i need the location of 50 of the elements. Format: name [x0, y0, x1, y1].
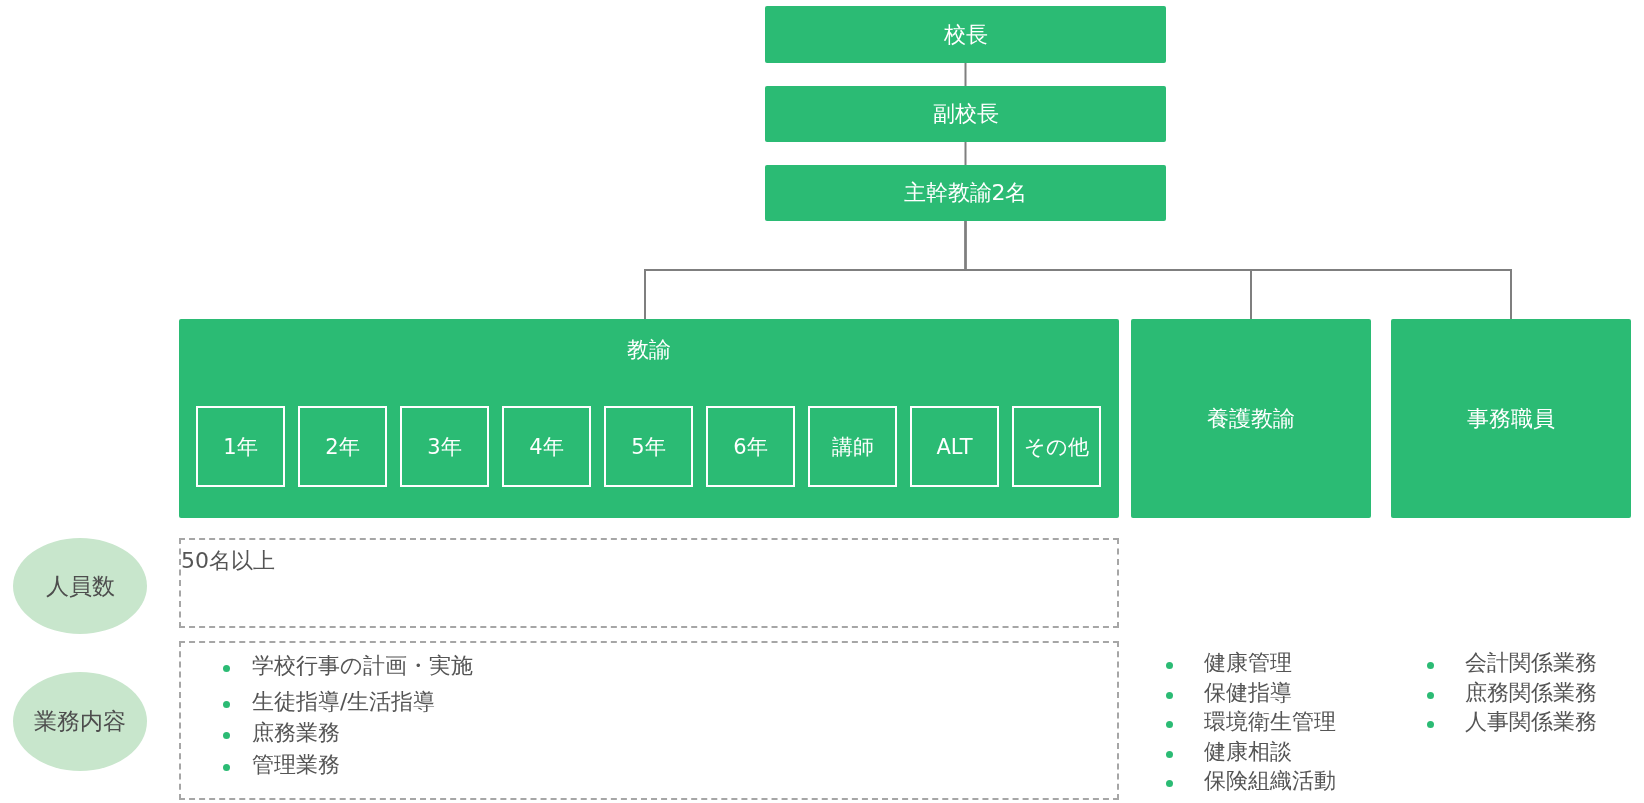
group-box — [179, 319, 1119, 518]
grade-box — [910, 406, 999, 487]
node-label: 事務職員 — [1467, 404, 1555, 433]
node-label: 主幹教諭2名 — [903, 179, 1028, 207]
list-item: 庶務関係業務 — [1465, 679, 1597, 705]
node-label: 4年 — [529, 433, 564, 461]
role-box — [765, 6, 1166, 63]
list-item: 学校行事の計画・実施 — [252, 653, 473, 679]
role-box — [765, 86, 1166, 142]
node-label: 1年 — [223, 433, 258, 461]
node-label: 副校長 — [932, 100, 999, 128]
list-item: 健康管理 — [1204, 650, 1292, 676]
node-label: ALT — [936, 434, 973, 459]
node-label: 養護教諭 — [1207, 404, 1295, 433]
connector-line — [964, 62, 967, 87]
connector-line — [964, 220, 1512, 320]
list-item: 健康相談 — [1204, 738, 1292, 764]
grade-box — [808, 406, 897, 487]
role-box — [1391, 319, 1631, 518]
grade-box — [604, 406, 693, 487]
grade-box — [400, 406, 489, 487]
grade-box — [1012, 406, 1101, 487]
grade-box — [706, 406, 795, 487]
node-label: 校長 — [943, 20, 988, 49]
connector-line — [964, 141, 967, 166]
node-label: 業務内容 — [34, 707, 126, 736]
node-label: 人員数 — [45, 571, 115, 601]
list-item: 管理業務 — [252, 752, 340, 778]
node-label: 5年 — [631, 433, 666, 461]
list-item: 保険組織活動 — [1204, 768, 1336, 794]
grade-box — [298, 406, 387, 487]
list-item: 保健指導 — [1204, 679, 1292, 705]
node-label: 3年 — [427, 433, 462, 461]
role-box — [765, 165, 1166, 221]
list-item: 人事関係業務 — [1465, 709, 1597, 735]
node-label: その他 — [1024, 433, 1089, 461]
dashed-box — [179, 538, 1119, 628]
list-item: 庶務業務 — [252, 720, 340, 746]
node-label: 2年 — [325, 433, 360, 461]
node-label: 教諭 — [627, 336, 671, 364]
role-box — [1131, 319, 1371, 518]
grade-box — [196, 406, 285, 487]
list-item: 環境衛生管理 — [1204, 709, 1336, 735]
node-label: 6年 — [733, 433, 768, 461]
node-label: 50名以上 — [181, 548, 275, 574]
grade-box — [502, 406, 591, 487]
dashed-box — [179, 641, 1119, 800]
node-label: 講師 — [831, 433, 874, 461]
list-item: 生徒指導/生活指導 — [252, 689, 436, 715]
list-item: 会計関係業務 — [1465, 650, 1597, 676]
